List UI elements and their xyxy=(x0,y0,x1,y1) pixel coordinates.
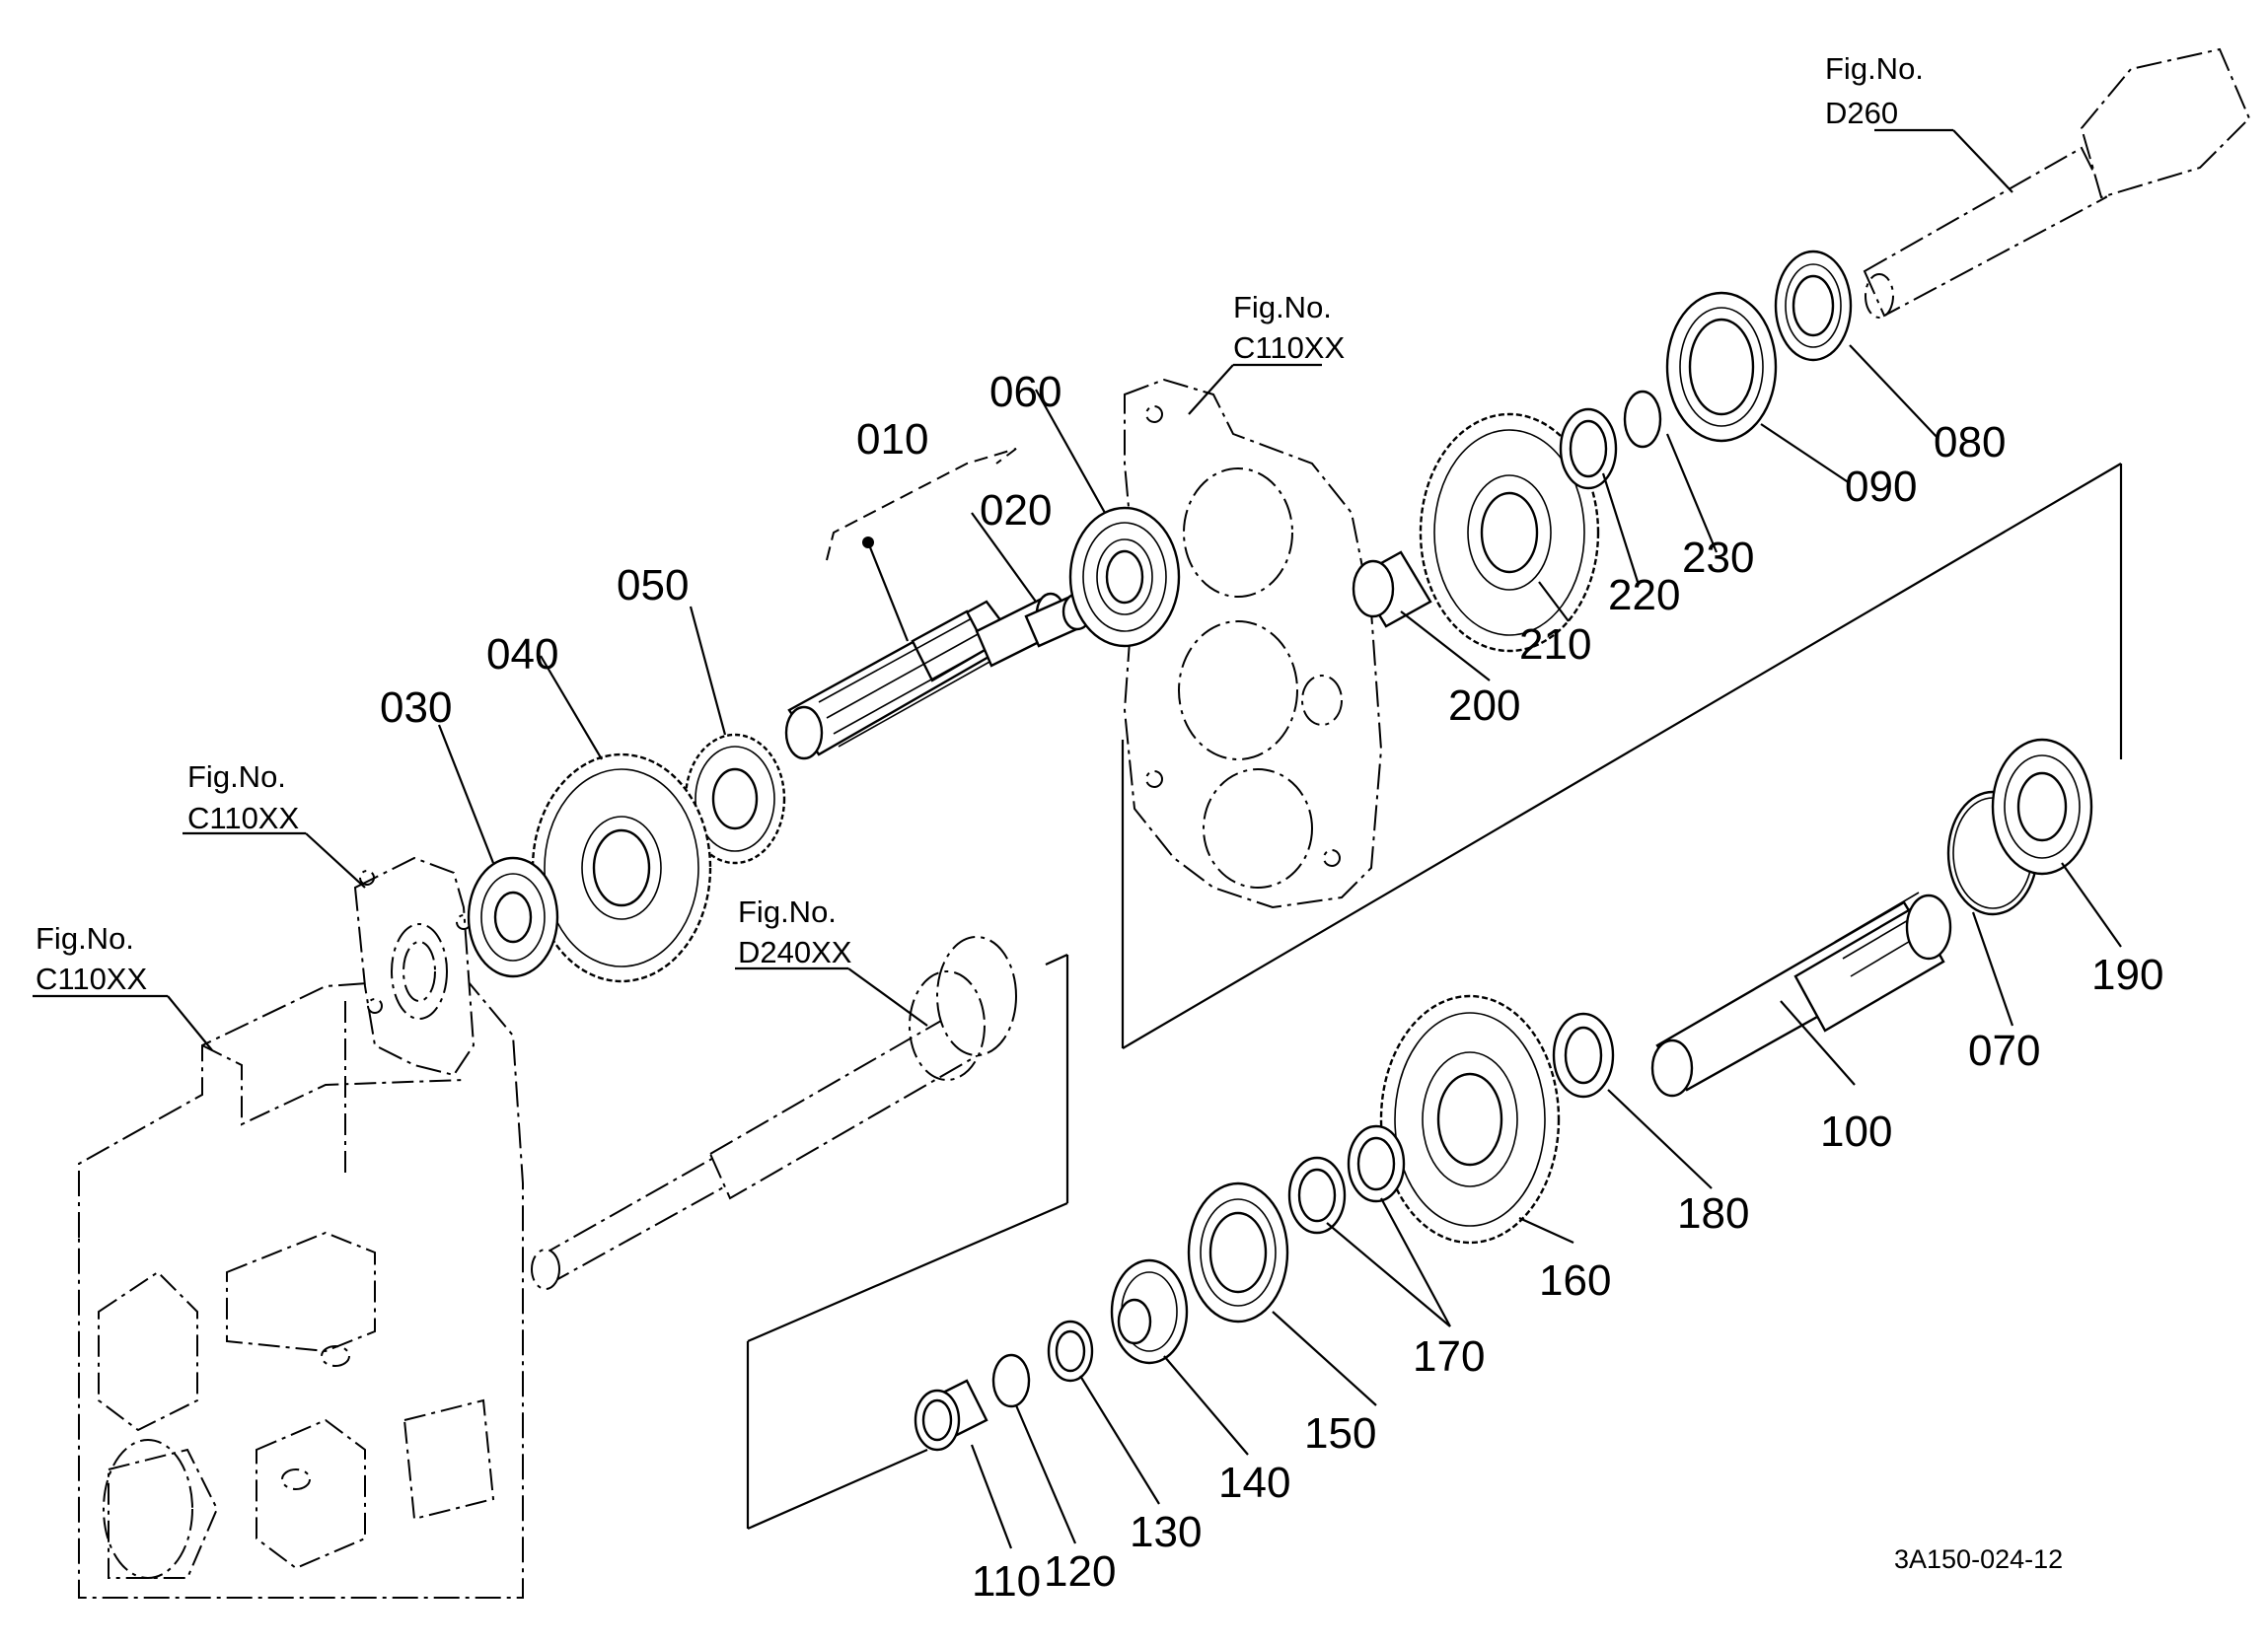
input-shaft-phantom xyxy=(531,936,1017,1290)
bushing-200 xyxy=(1352,550,1432,628)
fig-code: C110XX xyxy=(1233,330,1345,365)
circlip-120 xyxy=(991,1353,1031,1408)
needle-bearing-170-b xyxy=(1287,1156,1347,1235)
part-label-150: 150 xyxy=(1304,1409,1376,1458)
part-label-020: 020 xyxy=(980,486,1052,535)
drawing-code: 3A150-024-12 xyxy=(1894,1544,2063,1574)
washer-130 xyxy=(1047,1320,1094,1383)
bearing-090 xyxy=(1665,291,1778,443)
part-label-050: 050 xyxy=(617,561,689,609)
fig-caption: Fig.No. xyxy=(1233,290,1332,324)
fig-caption: Fig.No. xyxy=(1825,51,1924,86)
part-label-030: 030 xyxy=(380,683,452,732)
part-label-090: 090 xyxy=(1845,463,1917,511)
washer-220 xyxy=(1559,407,1618,490)
gear-040 xyxy=(531,752,712,983)
bearing-060 xyxy=(1068,506,1181,648)
fig-code: C110XX xyxy=(36,962,147,996)
fig-ref-d260: Fig.No. D260 xyxy=(1825,51,1924,130)
part-label-210: 210 xyxy=(1519,620,1591,669)
synchro-ring-150 xyxy=(1187,1181,1289,1324)
part-label-190: 190 xyxy=(2091,951,2163,999)
part-labels: 010 020 030 040 050 060 070 080 090 100 … xyxy=(380,368,2163,1606)
fig-caption: Fig.No. xyxy=(36,921,134,956)
part-label-010: 010 xyxy=(856,415,928,464)
fig-ref-c110xx-case: Fig.No. C110XX xyxy=(36,921,147,996)
part-label-140: 140 xyxy=(1218,1459,1290,1507)
part-label-110: 110 xyxy=(972,1557,1041,1606)
retainer-plate-phantom xyxy=(353,856,476,1077)
bearing-190 xyxy=(1991,738,2093,876)
pinion-shaft-phantom xyxy=(1863,47,2251,319)
shaft-100 xyxy=(1650,892,1952,1098)
fig-code: D260 xyxy=(1825,96,1898,130)
fig-ref-d240xx: Fig.No. D240XX xyxy=(738,895,852,969)
fig-ref-c110xx-middle: Fig.No. C110XX xyxy=(1233,290,1345,365)
part-label-060: 060 xyxy=(989,368,1061,416)
leader-lines xyxy=(33,128,2122,1549)
circlip-230 xyxy=(1623,390,1662,449)
part-label-040: 040 xyxy=(486,630,558,679)
part-label-170: 170 xyxy=(1413,1332,1485,1381)
fig-caption: Fig.No. xyxy=(187,759,286,794)
fig-code: C110XX xyxy=(187,801,299,835)
fig-code: D240XX xyxy=(738,935,852,969)
part-label-200: 200 xyxy=(1448,681,1520,730)
part-label-100: 100 xyxy=(1820,1108,1892,1156)
gear-050 xyxy=(684,733,786,865)
gear-210 xyxy=(1419,412,1600,653)
hub-140 xyxy=(1110,1258,1189,1365)
needle-bearing-110 xyxy=(914,1379,988,1452)
washer-180 xyxy=(1552,1012,1615,1099)
fig-caption: Fig.No. xyxy=(738,895,837,929)
bearing-030 xyxy=(467,856,559,978)
part-label-180: 180 xyxy=(1677,1189,1749,1238)
part-label-230: 230 xyxy=(1682,534,1754,582)
leader-frames xyxy=(344,448,2123,1531)
part-label-070: 070 xyxy=(1968,1027,2040,1075)
part-label-220: 220 xyxy=(1608,571,1680,619)
part-label-120: 120 xyxy=(1044,1547,1116,1596)
part-label-130: 130 xyxy=(1130,1508,1202,1556)
part-label-080: 080 xyxy=(1934,418,2006,466)
middle-housing-phantom xyxy=(1123,378,1383,909)
fig-ref-c110xx-plate: Fig.No. C110XX xyxy=(187,759,299,835)
gear-160 xyxy=(1379,994,1561,1245)
bearing-080 xyxy=(1774,250,1853,362)
needle-bearing-170-a xyxy=(1347,1124,1406,1203)
part-label-160: 160 xyxy=(1539,1256,1611,1305)
